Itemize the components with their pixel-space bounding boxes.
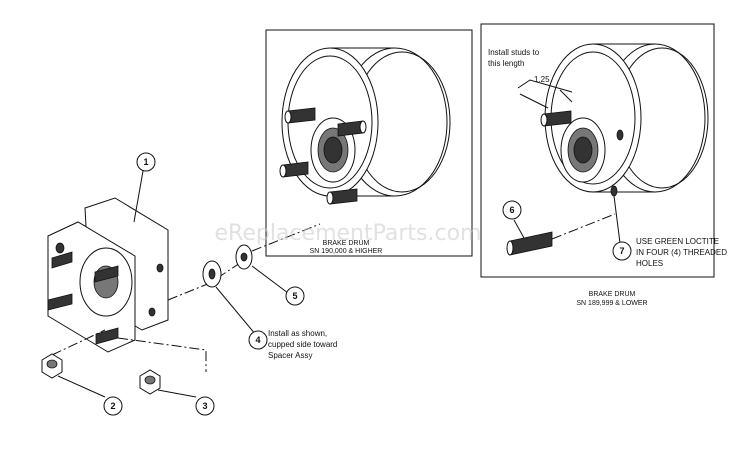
svg-text:IN FOUR (4) THREADED: IN FOUR (4) THREADED bbox=[636, 248, 727, 257]
callout-5[interactable]: 5 bbox=[285, 286, 305, 306]
brake-drum-old bbox=[517, 43, 709, 197]
stud-part bbox=[506, 213, 616, 256]
brake-drum-new bbox=[279, 47, 451, 205]
svg-text:4: 4 bbox=[255, 335, 260, 345]
nut-part-2 bbox=[41, 353, 63, 379]
left-panel-title: BRAKE DRUM bbox=[323, 240, 370, 247]
hub-adapter bbox=[47, 197, 241, 372]
svg-text:5: 5 bbox=[292, 291, 297, 301]
svg-text:2: 2 bbox=[110, 401, 115, 411]
callout-4[interactable]: 4 bbox=[248, 330, 268, 350]
svg-text:1: 1 bbox=[143, 157, 148, 167]
svg-text:7: 7 bbox=[619, 246, 624, 256]
svg-text:Install as shown,: Install as shown, bbox=[268, 329, 327, 338]
right-panel-title: BRAKE DRUM bbox=[589, 291, 636, 298]
callout-2[interactable]: 2 bbox=[103, 396, 123, 416]
flat-washer-part-5 bbox=[235, 244, 253, 270]
brake-drum-panel-left bbox=[265, 29, 473, 257]
right-panel-subtitle: SN 189,999 & LOWER bbox=[576, 300, 647, 307]
callout-6[interactable]: 6 bbox=[502, 200, 522, 220]
svg-text:USE GREEN LOCTITE: USE GREEN LOCTITE bbox=[636, 237, 719, 246]
note-install-studs: Install studs to this length bbox=[488, 48, 540, 68]
svg-text:6: 6 bbox=[509, 205, 514, 215]
svg-text:3: 3 bbox=[202, 401, 207, 411]
stud-length-dimension: 1.25 bbox=[534, 75, 550, 84]
brake-drum-panel-right bbox=[480, 23, 715, 278]
note-install-as-shown: Install as shown, cupped side toward Spa… bbox=[268, 329, 337, 360]
left-panel-subtitle: SN 190,000 & HIGHER bbox=[310, 248, 383, 255]
callout-7[interactable]: 7 bbox=[612, 241, 632, 261]
callout-3[interactable]: 3 bbox=[195, 396, 215, 416]
svg-text:Install studs to: Install studs to bbox=[488, 48, 540, 57]
nut-part-3 bbox=[139, 369, 161, 395]
watermark: eReplacementParts.com bbox=[215, 221, 482, 246]
svg-text:cupped side toward: cupped side toward bbox=[268, 340, 337, 349]
note-loctite: USE GREEN LOCTITE IN FOUR (4) THREADED H… bbox=[636, 237, 727, 268]
callout-1[interactable]: 1 bbox=[136, 152, 156, 172]
cupped-washer-part-4 bbox=[202, 260, 222, 288]
svg-text:HOLES: HOLES bbox=[636, 259, 663, 268]
svg-text:Spacer Assy: Spacer Assy bbox=[268, 351, 312, 360]
svg-text:this length: this length bbox=[488, 59, 524, 68]
